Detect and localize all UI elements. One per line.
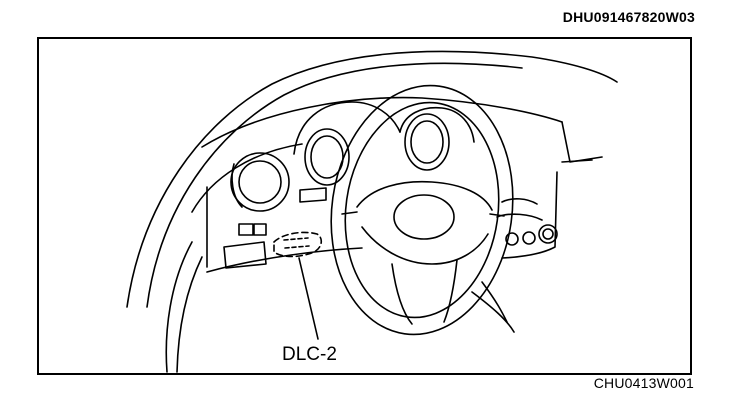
left-switch-panel	[223, 187, 327, 269]
a-pillar-outline	[126, 50, 618, 373]
left-air-vent	[230, 152, 290, 212]
dashboard-illustration	[126, 50, 618, 373]
instrument-cluster	[293, 101, 475, 186]
figure-frame	[37, 37, 692, 375]
dlc-2-connector	[273, 231, 323, 258]
document-id: DHU091467820W03	[562, 9, 695, 25]
steering-wheel	[330, 84, 514, 336]
dlc-2-label: DLC-2	[282, 344, 337, 365]
figure-id: CHU0413W001	[593, 375, 694, 391]
dlc-2-leader-line	[298, 257, 319, 340]
right-controls	[496, 198, 558, 246]
dashboard-outline	[191, 96, 603, 333]
